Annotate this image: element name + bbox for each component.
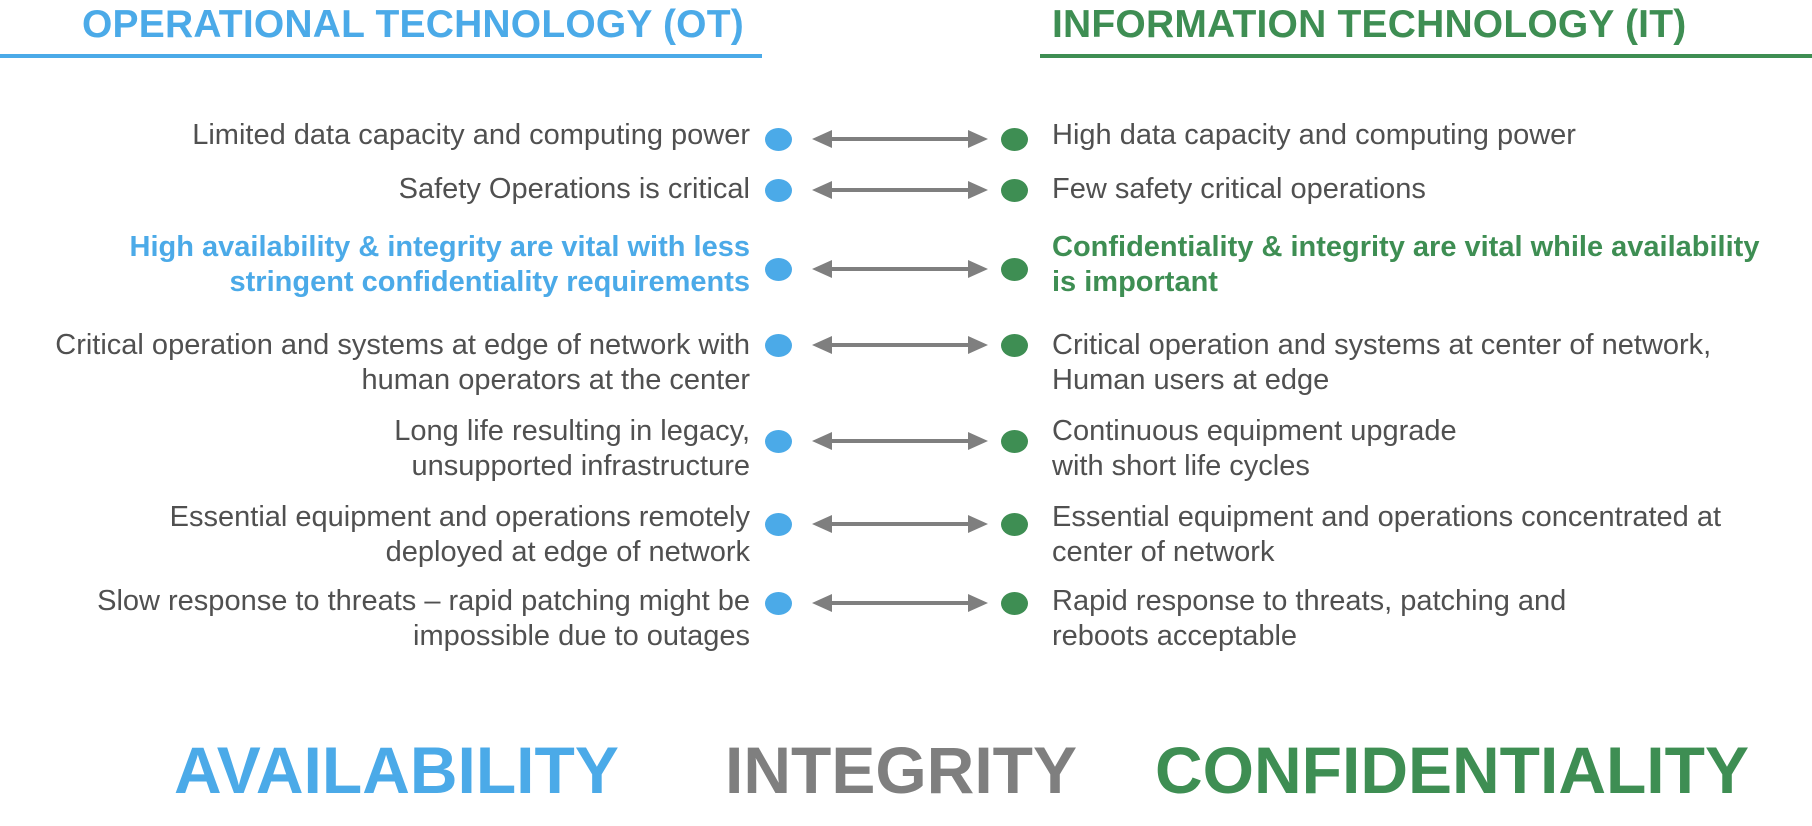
- double-arrow-icon: [812, 336, 988, 354]
- footer-availability: AVAILABILITY: [174, 733, 619, 807]
- double-arrow-icon: [812, 181, 988, 199]
- it-bullet-icon: [1001, 179, 1028, 202]
- ot-bullet-icon: [765, 179, 792, 202]
- arrow-head-left: [812, 260, 832, 278]
- it-description-line: Confidentiality & integrity are vital wh…: [1052, 231, 1760, 263]
- ot-description: Slow response to threats – rapid patchin…: [0, 584, 750, 654]
- ot-description-line: Limited data capacity and computing powe…: [192, 119, 750, 151]
- it-description: High data capacity and computing power: [1052, 118, 1812, 153]
- arrow-head-left: [812, 181, 832, 199]
- arrow-head-left: [812, 432, 832, 450]
- arrow-head-left: [812, 336, 832, 354]
- it-description: Critical operation and systems at center…: [1052, 328, 1812, 398]
- it-description: Few safety critical operations: [1052, 172, 1812, 207]
- it-description-line: with short life cycles: [1052, 450, 1310, 482]
- ot-bullet-icon: [765, 128, 792, 151]
- it-description-line: Rapid response to threats, patching and: [1052, 585, 1567, 617]
- ot-description-line: human operators at the center: [361, 364, 750, 396]
- arrow-head-left: [812, 594, 832, 612]
- ot-description: Safety Operations is critical: [0, 172, 750, 207]
- ot-description-line: Long life resulting in legacy,: [394, 415, 750, 447]
- double-arrow-icon: [812, 130, 988, 148]
- arrow-head-right: [968, 336, 988, 354]
- arrow-head-right: [968, 515, 988, 533]
- double-arrow-icon: [812, 260, 988, 278]
- ot-header-title: OPERATIONAL TECHNOLOGY (OT): [82, 3, 744, 46]
- it-description-line: Critical operation and systems at center…: [1052, 329, 1712, 361]
- ot-description-line: stringent confidentiality requirements: [229, 266, 750, 298]
- it-description-line: Essential equipment and operations conce…: [1052, 501, 1722, 533]
- it-bullet-icon: [1001, 334, 1028, 357]
- arrow-head-left: [812, 130, 832, 148]
- arrow-head-right: [968, 432, 988, 450]
- ot-description: Critical operation and systems at edge o…: [0, 328, 750, 398]
- it-description-line: Human users at edge: [1052, 364, 1330, 396]
- footer-confidentiality: CONFIDENTIALITY: [1155, 733, 1749, 807]
- it-description-line: Continuous equipment upgrade: [1052, 415, 1457, 447]
- arrow-head-right: [968, 594, 988, 612]
- ot-description-line: Essential equipment and operations remot…: [169, 501, 750, 533]
- it-description: Confidentiality & integrity are vital wh…: [1052, 230, 1812, 300]
- ot-bullet-icon: [765, 334, 792, 357]
- ot-bullet-icon: [765, 430, 792, 453]
- ot-description: Limited data capacity and computing powe…: [0, 118, 750, 153]
- it-bullet-icon: [1001, 258, 1028, 281]
- arrow-head-right: [968, 181, 988, 199]
- it-bullet-icon: [1001, 513, 1028, 536]
- ot-description-line: unsupported infrastructure: [411, 450, 750, 482]
- it-bullet-icon: [1001, 592, 1028, 615]
- ot-header: OPERATIONAL TECHNOLOGY (OT): [0, 0, 762, 58]
- footer-integrity: INTEGRITY: [725, 733, 1078, 807]
- it-header: INFORMATION TECHNOLOGY (IT): [1040, 0, 1812, 58]
- ot-description-line: Critical operation and systems at edge o…: [55, 329, 750, 361]
- ot-description-line: deployed at edge of network: [385, 536, 750, 568]
- it-bullet-icon: [1001, 430, 1028, 453]
- ot-description-line: impossible due to outages: [413, 620, 750, 652]
- it-description-line: reboots acceptable: [1052, 620, 1298, 652]
- it-description-line: center of network: [1052, 536, 1275, 568]
- it-bullet-icon: [1001, 128, 1028, 151]
- ot-bullet-icon: [765, 592, 792, 615]
- double-arrow-icon: [812, 515, 988, 533]
- it-description-line: is important: [1052, 266, 1218, 298]
- arrow-head-left: [812, 515, 832, 533]
- ot-bullet-icon: [765, 513, 792, 536]
- ot-bullet-icon: [765, 258, 792, 281]
- ot-description-line: Safety Operations is critical: [398, 173, 750, 205]
- ot-description: Long life resulting in legacy,unsupporte…: [0, 414, 750, 484]
- arrow-head-right: [968, 260, 988, 278]
- ot-description: Essential equipment and operations remot…: [0, 500, 750, 570]
- ot-description-line: Slow response to threats – rapid patchin…: [97, 585, 750, 617]
- it-header-title: INFORMATION TECHNOLOGY (IT): [1052, 3, 1687, 46]
- it-description: Essential equipment and operations conce…: [1052, 500, 1812, 570]
- double-arrow-icon: [812, 432, 988, 450]
- it-description-line: Few safety critical operations: [1052, 173, 1426, 205]
- ot-description: High availability & integrity are vital …: [0, 230, 750, 300]
- arrow-head-right: [968, 130, 988, 148]
- double-arrow-icon: [812, 594, 988, 612]
- it-description-line: High data capacity and computing power: [1052, 119, 1576, 151]
- ot-description-line: High availability & integrity are vital …: [129, 231, 750, 263]
